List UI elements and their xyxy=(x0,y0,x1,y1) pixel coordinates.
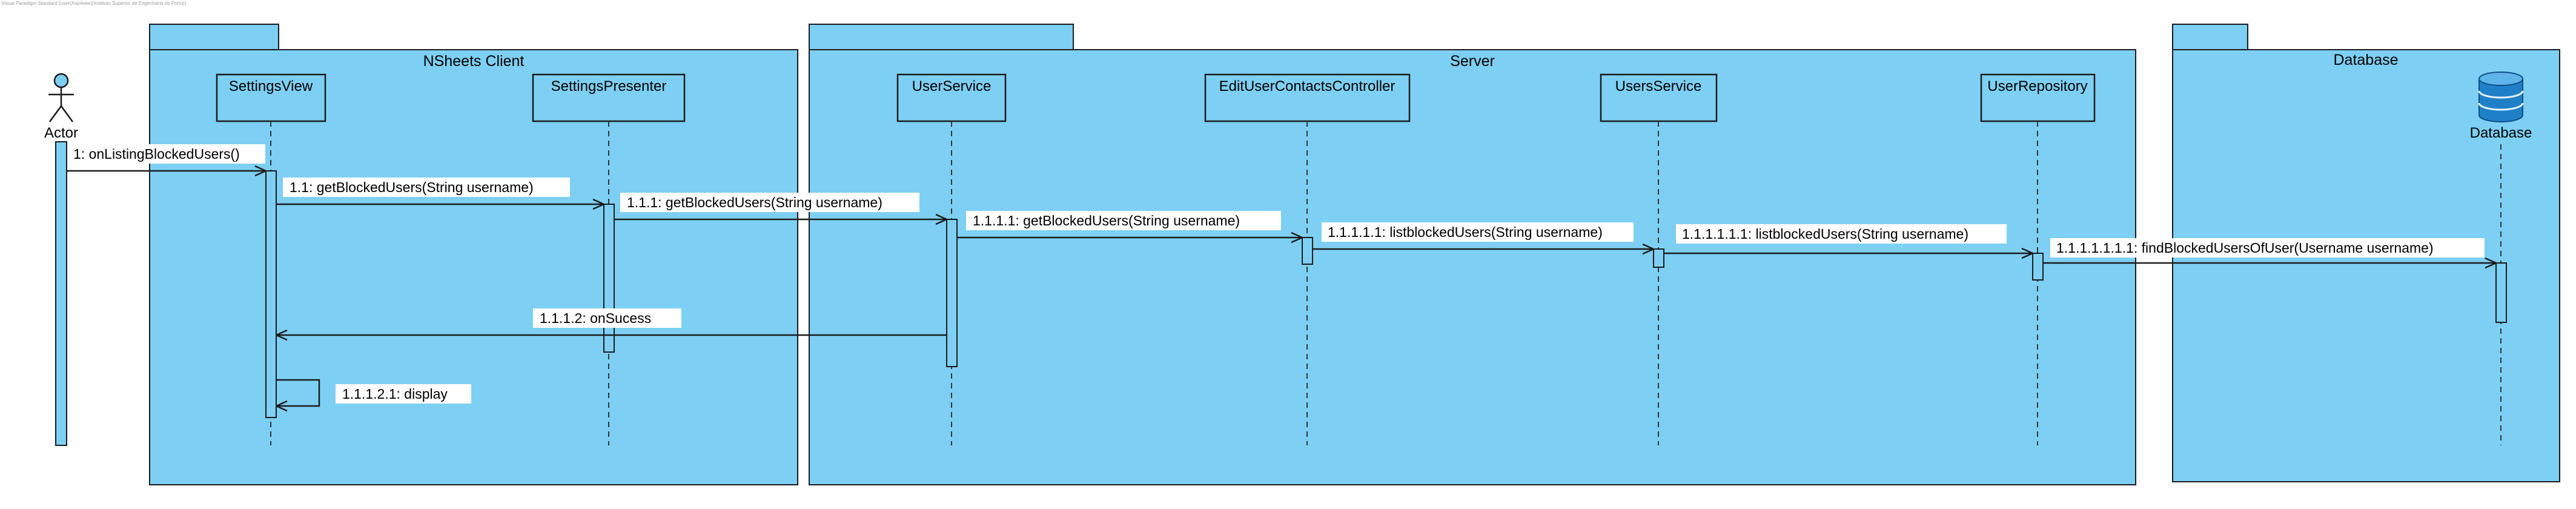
message-1-1-1[interactable]: 1.1.1: getBlockedUsers(String username) xyxy=(614,193,947,219)
lifeline-name: UsersService xyxy=(1615,78,1702,95)
message-1[interactable]: 1: onListingBlockedUsers() xyxy=(67,144,266,171)
activation-database xyxy=(2495,262,2507,323)
lifeline-database[interactable]: Database xyxy=(2470,72,2532,445)
actor-activation xyxy=(55,141,67,446)
activation-controller xyxy=(1302,237,1313,265)
database-cylinder-icon xyxy=(2478,72,2524,122)
lifeline-usersservice[interactable]: UsersService xyxy=(1600,73,1718,445)
lifeline-name: UserRepository xyxy=(1987,78,2087,95)
message-1-1-1-1-1[interactable]: 1.1.1.1.1: listblockedUsers(String usern… xyxy=(1313,222,1654,249)
message-label: 1.1.1.1.1: listblockedUsers(String usern… xyxy=(1328,224,1603,240)
message-label: 1.1.1.1: getBlockedUsers(String username… xyxy=(973,213,1240,228)
activation-settingsview xyxy=(265,170,277,418)
message-label: 1: onListingBlockedUsers() xyxy=(73,146,240,162)
lifeline-name: Database xyxy=(2470,125,2532,141)
message-label: 1.1.1: getBlockedUsers(String username) xyxy=(627,195,882,210)
message-label: 1.1.1.1.1.1: listblockedUsers(String use… xyxy=(1682,226,1968,242)
package-name: Database xyxy=(2333,52,2398,68)
activation-repository xyxy=(2032,253,2044,281)
message-1-1-1-2-1[interactable]: 1.1.1.2.1: display xyxy=(276,379,471,406)
message-1-1-1-1-1-1-1[interactable]: 1.1.1.1.1.1.1: findBlockedUsersOfUser(Us… xyxy=(2043,238,2496,263)
activation-userservice xyxy=(946,219,958,367)
lifeline-name: SettingsPresenter xyxy=(551,78,667,95)
lifeline-settingsview[interactable]: SettingsView xyxy=(216,73,326,445)
package-client[interactable]: NSheets Client xyxy=(149,24,798,485)
package-server[interactable]: Server xyxy=(809,24,2136,485)
lifeline-name: SettingsView xyxy=(229,78,313,95)
package-name: Server xyxy=(1450,53,1495,70)
actor-name: Actor xyxy=(44,125,78,141)
package-name: NSheets Client xyxy=(423,53,525,70)
message-label: 1.1.1.1.1.1.1: findBlockedUsersOfUser(Us… xyxy=(2056,240,2434,256)
actor[interactable]: Actor xyxy=(44,73,78,141)
message-1-1-1-1[interactable]: 1.1.1.1: getBlockedUsers(String username… xyxy=(957,211,1302,238)
stick-figure-icon xyxy=(48,73,74,122)
message-1-1-1-2[interactable]: 1.1.1.2: onSucess xyxy=(276,308,947,335)
message-label: 1.1.1.2.1: display xyxy=(342,386,448,402)
lifeline-name: EditUserContactsController xyxy=(1219,78,1396,95)
message-label: 1.1.1.2: onSucess xyxy=(540,310,651,326)
lifeline-controller[interactable]: EditUserContactsController xyxy=(1204,73,1411,445)
lifeline-userservice[interactable]: UserService xyxy=(896,73,1007,445)
activation-settingspresenter xyxy=(603,204,615,353)
lifeline-repository[interactable]: UserRepository xyxy=(1980,73,2096,445)
message-label: 1.1: getBlockedUsers(String username) xyxy=(290,179,534,195)
activation-usersservice xyxy=(1653,248,1664,268)
lifeline-settingspresenter[interactable]: SettingsPresenter xyxy=(532,73,686,445)
message-1-1-1-1-1-1[interactable]: 1.1.1.1.1.1: listblockedUsers(String use… xyxy=(1664,224,2033,253)
header-text: Visual Paradigm Standard (user(Asp4eee)(… xyxy=(1,1,187,6)
message-1-1[interactable]: 1.1: getBlockedUsers(String username) xyxy=(276,178,604,204)
lifeline-name: UserService xyxy=(912,78,992,95)
